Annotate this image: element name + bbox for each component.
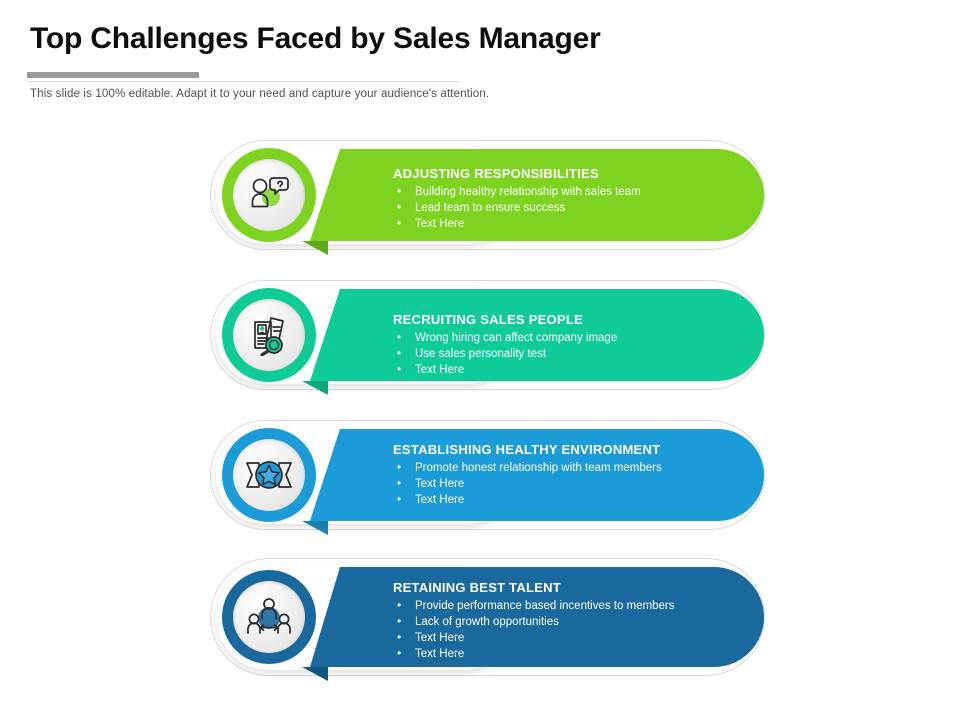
banner-text-block: RECRUITING SALES PEOPLE Wrong hiring can … [393, 312, 753, 378]
challenge-bullet: Building healthy relationship with sales… [393, 183, 753, 200]
title-rule-thin [27, 81, 459, 82]
challenge-bullet: Lack of growth opportunities [393, 613, 753, 630]
person-speech-bubble-icon [233, 159, 305, 231]
challenge-row[interactable]: ESTABLISHING HEALTHY ENVIRONMENT Promote … [210, 420, 765, 548]
star-badge-icon [233, 439, 305, 511]
challenge-bullet: Text Here [393, 491, 753, 508]
banner-text-block: ADJUSTING RESPONSIBILITIES Building healt… [393, 166, 753, 232]
icon-medallion[interactable] [222, 288, 316, 382]
challenge-bullet: Text Here [393, 361, 753, 378]
challenge-bullet-list: Building healthy relationship with sales… [393, 183, 753, 232]
team-group-icon [233, 581, 305, 653]
challenge-title: RETAINING BEST TALENT [393, 580, 561, 595]
challenge-title: ADJUSTING RESPONSIBILITIES [393, 166, 599, 181]
icon-medallion[interactable] [222, 428, 316, 522]
challenge-title: ESTABLISHING HEALTHY ENVIRONMENT [393, 442, 661, 457]
challenge-title: RECRUITING SALES PEOPLE [393, 312, 583, 327]
challenge-bullet: Provide performance based incentives to … [393, 597, 753, 614]
challenge-bullet: Lead team to ensure success [393, 199, 753, 216]
icon-medallion[interactable] [222, 148, 316, 242]
banner-text-block: ESTABLISHING HEALTHY ENVIRONMENT Promote … [393, 442, 753, 508]
challenge-bullet-list: Wrong hiring can affect company imageUse… [393, 329, 753, 378]
resume-search-icon [233, 299, 305, 371]
challenge-bullet: Text Here [393, 215, 753, 232]
icon-medallion[interactable] [222, 570, 316, 664]
banner-text-block: RETAINING BEST TALENT Provide performance… [393, 580, 753, 662]
page-title: Top Challenges Faced by Sales Manager [30, 22, 601, 55]
challenge-bullet: Wrong hiring can affect company image [393, 329, 753, 346]
challenge-bullet: Text Here [393, 475, 753, 492]
challenge-bullet-list: Promote honest relationship with team me… [393, 459, 753, 508]
challenge-bullet: Use sales personality test [393, 345, 753, 362]
challenge-bullet: Text Here [393, 629, 753, 646]
challenge-row[interactable]: RECRUITING SALES PEOPLE Wrong hiring can … [210, 280, 765, 408]
slide-subtitle: This slide is 100% editable. Adapt it to… [30, 88, 490, 100]
challenge-bullet-list: Provide performance based incentives to … [393, 597, 753, 662]
title-rule-thick [27, 72, 199, 78]
medallion-inner-disc [233, 299, 305, 371]
challenge-bullet: Text Here [393, 645, 753, 662]
challenge-row[interactable]: RETAINING BEST TALENT Provide performance… [210, 558, 765, 698]
challenge-bullet: Promote honest relationship with team me… [393, 459, 753, 476]
challenge-row[interactable]: ADJUSTING RESPONSIBILITIES Building healt… [210, 140, 765, 268]
